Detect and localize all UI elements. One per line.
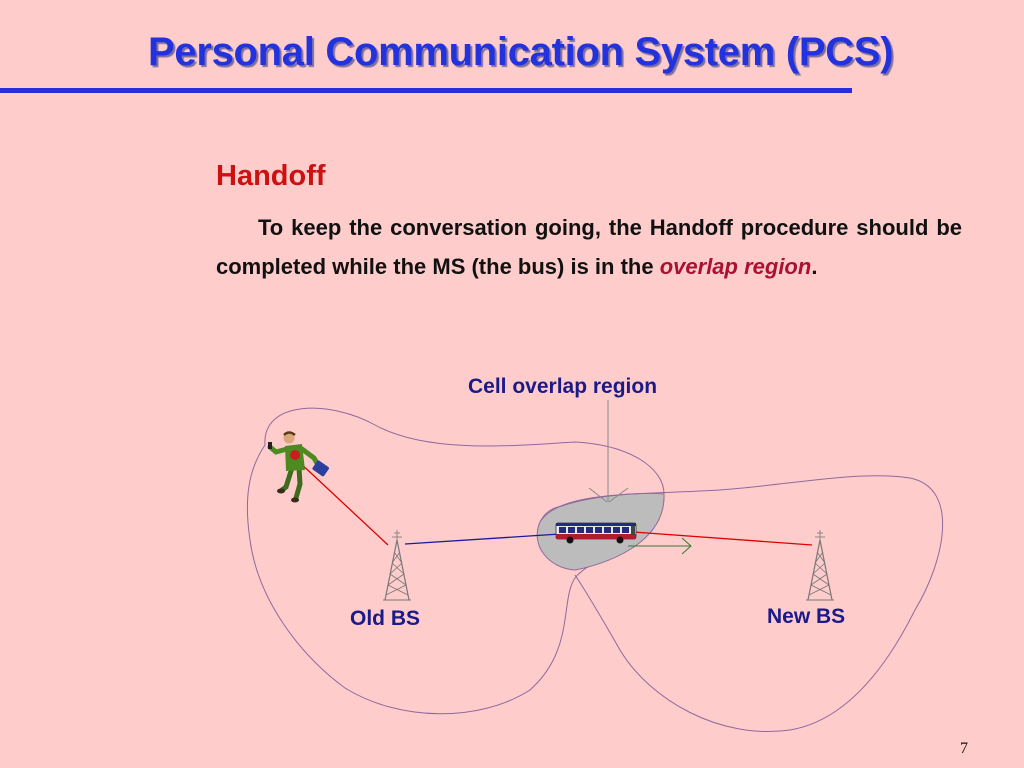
new-bs-label: New BS [767,605,846,628]
bus-motion-arrow [628,537,692,555]
handoff-description: To keep the conversation going, the Hand… [216,208,962,286]
link-old-bs-to-person [296,459,389,546]
paragraph-end: . [811,254,818,279]
link-old-bs-to-bus [404,533,561,545]
cell-overlap-label: Cell overlap region [468,375,658,398]
overlap-region-emphasis: overlap region [659,254,812,279]
walking-man-icon [267,431,330,503]
bus-icon [555,522,637,544]
paragraph-text: To keep the conversation going, the Hand… [216,215,962,279]
tower-icon [806,530,834,601]
new-cell-boundary [539,475,943,732]
section-heading: Handoff [216,160,326,192]
old-cell-boundary [246,407,665,715]
slide-title: Personal Communication System (PCS) [148,30,894,74]
title-divider [0,88,852,93]
page-number: 7 [960,740,968,757]
old-bs-label: Old BS [350,607,421,630]
tower-icon [383,530,411,601]
overlap-pointer [588,400,629,503]
link-bus-to-new-bs [619,530,813,546]
